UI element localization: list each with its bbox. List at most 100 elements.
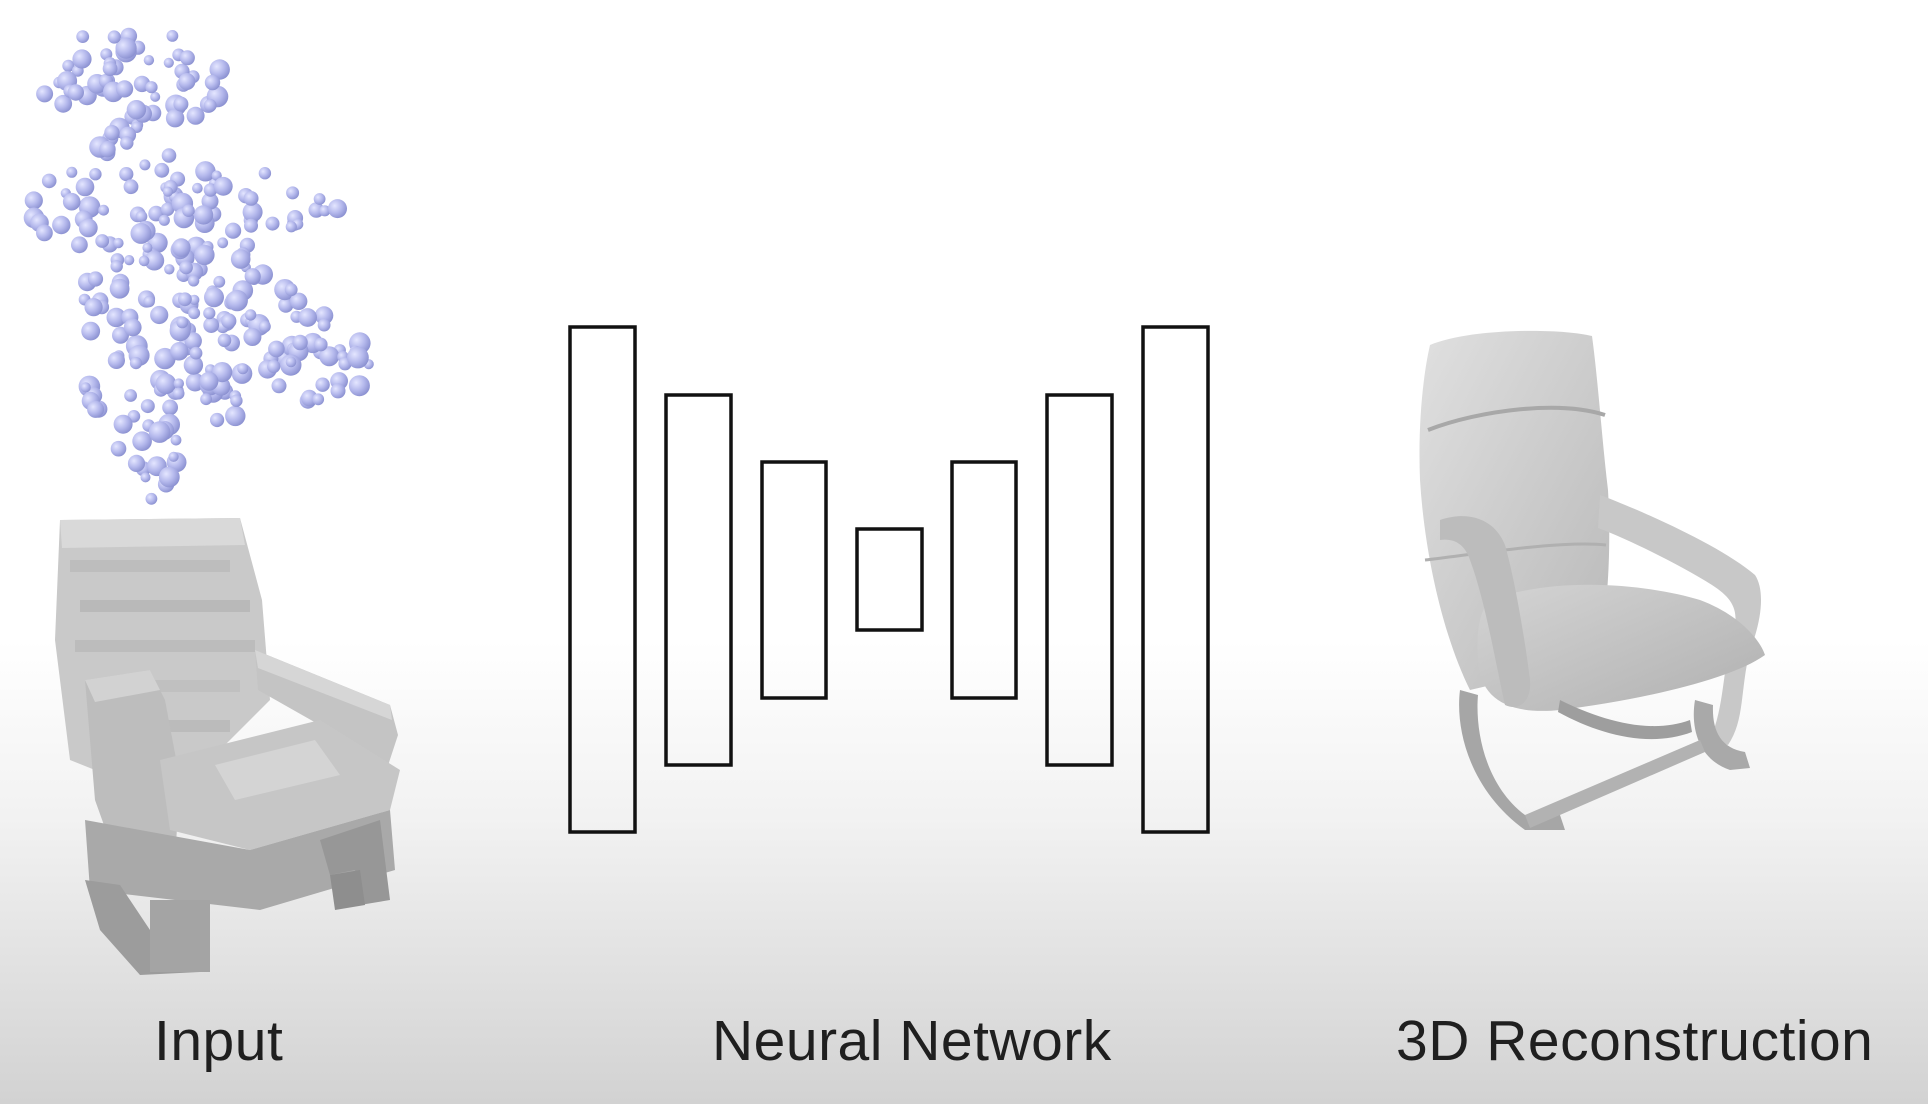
point-cloud-point — [109, 278, 130, 299]
point-cloud-point — [178, 292, 192, 307]
point-cloud-point — [204, 287, 224, 308]
point-cloud-point — [113, 237, 124, 249]
point-cloud-point — [99, 141, 116, 158]
point-cloud-point — [139, 159, 151, 171]
point-cloud-point — [348, 375, 370, 397]
point-cloud-point — [119, 167, 134, 182]
point-cloud-point — [184, 332, 202, 350]
point-cloud-point — [213, 176, 233, 196]
point-cloud-point — [145, 81, 158, 94]
neural-network-diagram — [568, 325, 1210, 834]
point-cloud-point — [98, 204, 109, 216]
point-cloud-point — [225, 405, 246, 427]
input-caption: Input — [154, 1009, 284, 1073]
point-cloud-point — [204, 74, 221, 91]
point-cloud-point — [230, 249, 251, 269]
point-cloud-point — [162, 186, 173, 197]
point-cloud-point — [315, 377, 330, 392]
point-cloud-point — [258, 320, 271, 333]
point-cloud-point — [203, 183, 218, 197]
point-cloud-point — [124, 389, 137, 402]
point-cloud-point — [176, 316, 189, 329]
point-cloud-point — [166, 30, 179, 42]
point-cloud-point — [225, 222, 242, 239]
point-cloud-point — [195, 161, 216, 182]
point-cloud-point — [243, 191, 259, 206]
point-cloud-point — [113, 414, 133, 434]
point-cloud-point — [140, 399, 155, 414]
point-cloud-point — [87, 400, 105, 418]
decoder-layer-3 — [1141, 325, 1210, 834]
point-cloud-point — [183, 355, 204, 375]
point-cloud-point — [89, 168, 102, 181]
point-cloud-point — [265, 216, 280, 231]
point-cloud-point — [36, 224, 53, 242]
point-cloud-point — [237, 363, 249, 375]
point-cloud-point — [116, 80, 134, 98]
point-cloud-point — [62, 59, 75, 72]
mesh-chair-icon — [1419, 330, 1765, 830]
decoder-layer-2 — [1045, 393, 1114, 767]
point-cloud-point — [24, 191, 43, 210]
point-cloud-point — [268, 340, 285, 358]
point-cloud-point — [267, 359, 281, 374]
point-cloud-point — [126, 100, 147, 120]
point-cloud-point — [127, 454, 146, 472]
point-cloud-point — [71, 236, 88, 254]
point-cloud-point — [203, 317, 220, 333]
point-cloud-point — [163, 57, 174, 68]
point-cloud-point — [317, 318, 331, 332]
point-cloud-point — [278, 297, 294, 313]
point-cloud-point — [110, 440, 127, 457]
point-cloud-point — [209, 59, 230, 80]
point-cloud-point — [150, 305, 169, 325]
point-cloud-point — [154, 347, 176, 370]
point-cloud-point — [87, 271, 104, 287]
point-cloud-point — [138, 255, 150, 267]
point-cloud-point — [144, 250, 165, 271]
point-cloud-point — [188, 307, 201, 320]
point-cloud-point — [201, 192, 219, 210]
point-cloud-point — [160, 202, 175, 216]
point-cloud-point — [244, 218, 258, 233]
point-cloud-point — [185, 372, 205, 392]
point-cloud-point — [271, 378, 287, 394]
point-cloud-point — [203, 99, 217, 112]
point-cloud-point — [155, 373, 177, 395]
point-cloud-point — [130, 222, 152, 244]
point-cloud-point — [78, 218, 98, 238]
decoder-layer-1 — [950, 460, 1018, 700]
point-cloud-point — [200, 393, 213, 406]
point-cloud-point — [80, 382, 91, 393]
point-cloud-point — [168, 451, 179, 462]
point-cloud-point — [182, 204, 195, 217]
point-cloud-point — [154, 162, 170, 178]
point-cloud-point — [194, 244, 215, 266]
point-cloud-point — [187, 275, 200, 287]
point-cloud-point — [107, 351, 125, 369]
point-cloud-point — [164, 264, 175, 275]
point-cloud-point — [102, 61, 118, 76]
point-cloud-point — [148, 421, 171, 443]
point-cloud-point — [292, 334, 308, 351]
point-cloud-point — [258, 167, 272, 180]
point-cloud-point — [62, 192, 81, 211]
point-cloud-point — [313, 337, 328, 352]
point-cloud-point — [213, 275, 226, 288]
point-cloud-point — [178, 73, 196, 90]
point-cloud-point — [173, 378, 184, 389]
point-cloud-point — [192, 182, 203, 194]
point-cloud-point — [124, 255, 135, 266]
point-cloud-point — [244, 268, 261, 285]
point-cloud-point — [120, 136, 134, 150]
point-cloud-point — [110, 260, 123, 273]
point-cloud-point — [95, 234, 110, 248]
point-cloud-point — [123, 179, 139, 195]
point-cloud-point — [162, 399, 179, 416]
point-cloud-point — [242, 202, 263, 223]
point-cloud-point — [123, 318, 142, 337]
point-cloud-point — [67, 84, 85, 101]
point-cloud-point — [173, 96, 189, 112]
voxel-chair-icon — [55, 518, 400, 975]
point-cloud-point — [170, 342, 189, 361]
